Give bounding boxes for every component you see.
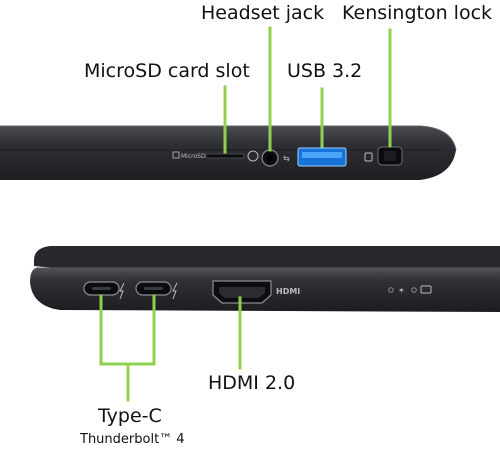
- microsd-slot: MicroSD: [172, 151, 245, 160]
- microsd-imprint: MicroSD: [181, 153, 206, 160]
- type-c-label: Type-C: [98, 405, 162, 427]
- headset-jack-port: [247, 149, 279, 167]
- laptop-right-side: MicroSD ⇆: [0, 125, 457, 180]
- indicator-leds: ✶: [388, 285, 432, 295]
- usb-port: ⇆: [283, 147, 347, 167]
- microsd-card-slot-label: MicroSD card slot: [84, 60, 250, 82]
- usb-label: USB 3.2: [287, 60, 363, 82]
- headset-jack-label: Headset jack: [201, 2, 325, 24]
- hdmi-imprint: HDMI: [276, 287, 300, 296]
- hdmi-port: HDMI: [212, 280, 300, 304]
- type-c-ports: [83, 281, 178, 300]
- svg-text:✶: ✶: [398, 286, 405, 295]
- thunderbolt-label: Thunderbolt™ 4: [80, 432, 185, 447]
- laptop-left-side: HDMI ✶: [30, 246, 500, 312]
- leader-lines: [99, 26, 392, 402]
- kensington-lock-label: Kensington lock: [342, 2, 493, 24]
- hdmi-label: HDMI 2.0: [208, 372, 296, 394]
- svg-text:⇆: ⇆: [283, 154, 290, 163]
